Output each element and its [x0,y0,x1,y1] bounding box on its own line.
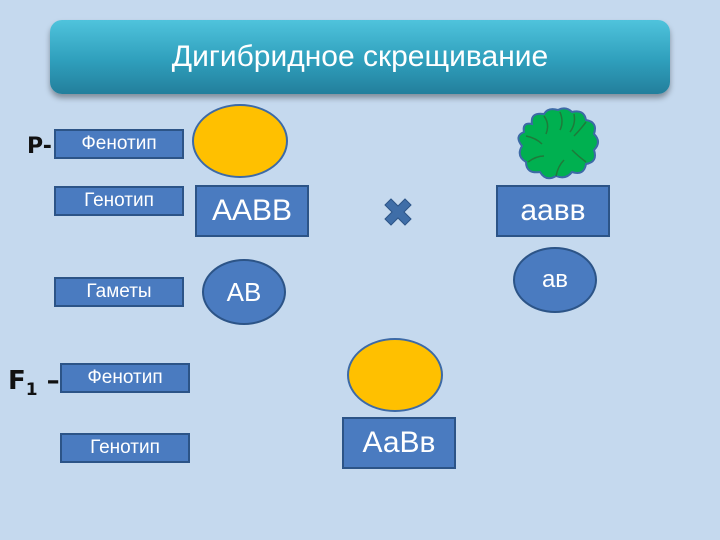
cross-icon [384,198,412,226]
parent2-genotype-box: аавв [496,185,610,237]
f1-generation-label: F1 – [8,366,60,400]
genotype-label-f1: Генотип [60,433,190,463]
genotype-label-p: Генотип [54,186,184,216]
parent1-gamete: АВ [202,259,286,325]
f1-dash: – [46,366,60,396]
gametes-label: Гаметы [54,277,184,307]
phenotype-label-f1: Фенотип [60,363,190,393]
f1-subscript: 1 [25,380,38,401]
parent1-genotype-box: ААВВ [195,185,309,237]
f1-phenotype-yellow-round-pea [347,338,443,412]
parent2-gamete: ав [513,247,597,313]
f1-letter: F [8,366,26,396]
f1-genotype-box: АаВв [342,417,456,469]
title-bar: Дигибридное скрещивание [50,20,670,94]
parent-generation-label: P- [27,134,52,159]
parent2-phenotype-green-wrinkled-pea [517,107,599,180]
parent1-gamete-label: АВ [226,276,262,307]
parent1-phenotype-yellow-round-pea [192,104,288,178]
parent2-gamete-label: ав [541,266,569,293]
phenotype-label-p: Фенотип [54,129,184,159]
page-title: Дигибридное скрещивание [171,40,549,73]
